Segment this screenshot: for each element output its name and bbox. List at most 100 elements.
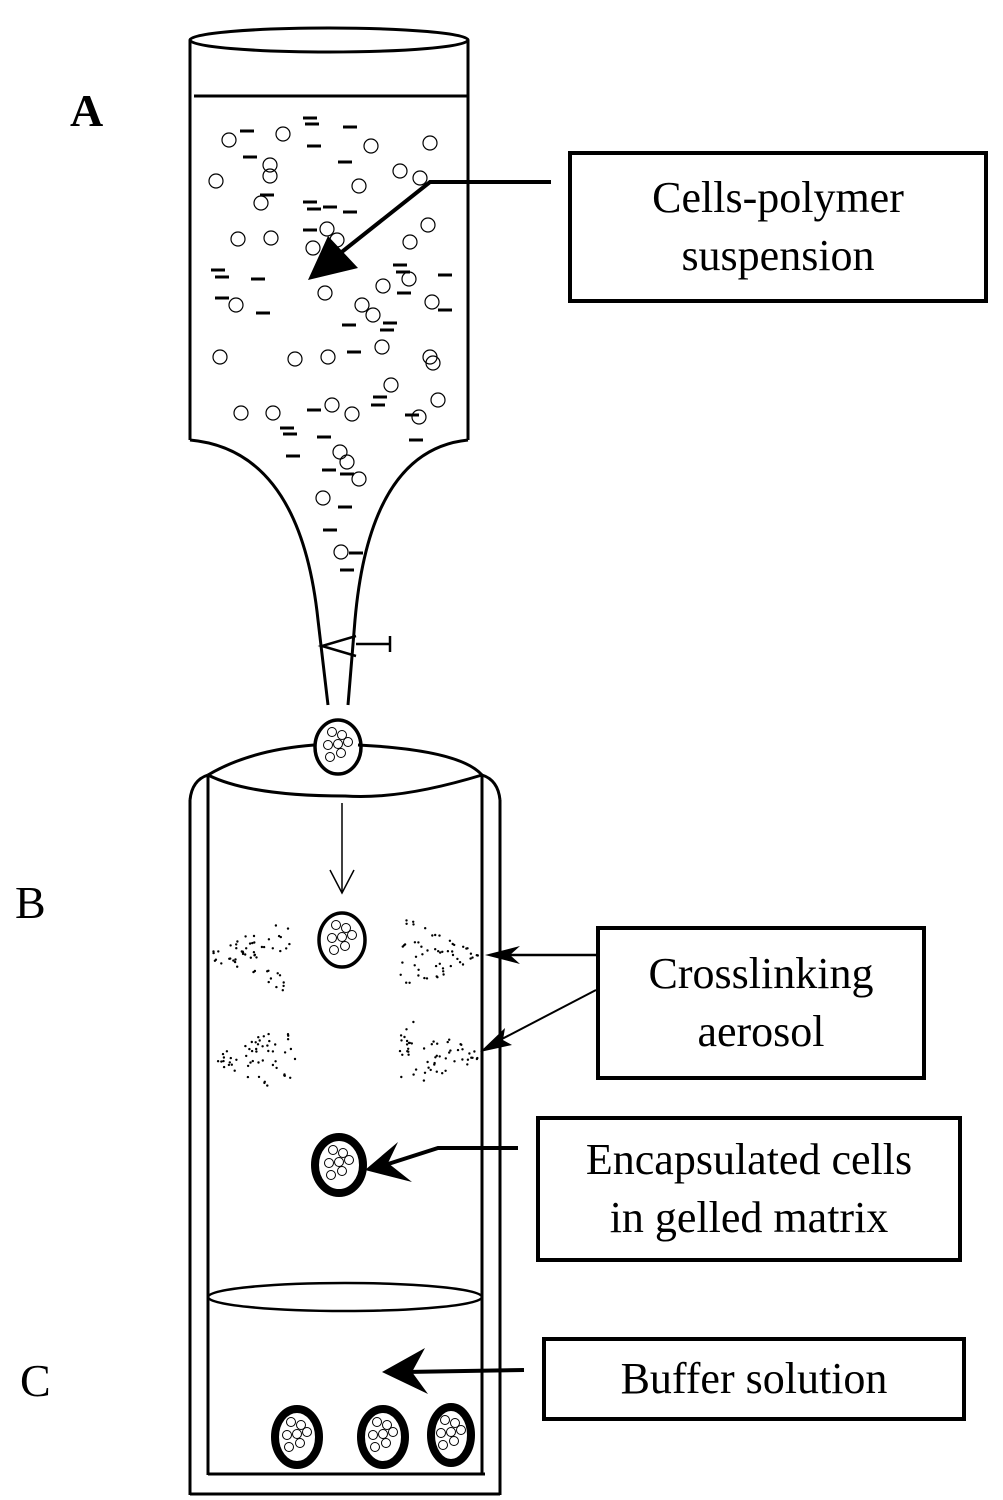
aerosol-droplet [461, 1058, 464, 1061]
cell-icon [340, 941, 350, 951]
aerosol-droplet [438, 962, 441, 965]
aerosol-droplet [267, 980, 270, 984]
aerosol-droplet [248, 942, 252, 945]
aerosol-droplet [271, 1063, 275, 1067]
cell-icon [284, 1442, 294, 1452]
aerosol-droplet [412, 1020, 415, 1024]
cell-icon [337, 730, 347, 740]
aerosol-droplet [266, 1044, 269, 1047]
aerosol-droplet [256, 1043, 260, 1046]
aerosol-droplet [417, 974, 420, 977]
aerosol-droplet [257, 1075, 261, 1079]
aerosol-droplet [217, 950, 220, 953]
aerosol-droplet [241, 952, 245, 956]
cell-icon [411, 409, 427, 425]
aerosol-droplet [283, 1073, 286, 1076]
cell-icon [263, 230, 279, 246]
droplet-forming [313, 718, 363, 776]
aerosol-droplet [434, 1056, 437, 1059]
aerosol-droplet [405, 922, 408, 925]
aerosol-droplet [422, 1047, 426, 1050]
cell-icon [326, 1170, 336, 1180]
aerosol-droplet [286, 1033, 290, 1036]
aerosol-droplet [262, 1035, 265, 1038]
aerosol-droplet [282, 981, 285, 984]
aerosol-droplet [258, 1039, 261, 1042]
aerosol-droplet [441, 950, 444, 953]
cell-icon [253, 195, 269, 211]
aerosol-droplet [432, 1040, 435, 1043]
aerosol-droplet [438, 1055, 441, 1058]
aerosol-droplet [399, 1034, 403, 1037]
callout-line: Encapsulated cells [585, 1135, 913, 1184]
aerosol-droplet [253, 941, 256, 944]
aerosol-droplet [446, 950, 450, 953]
aerosol-droplet [267, 1032, 270, 1036]
aerosol-droplet [245, 1054, 248, 1058]
cell-icon [336, 748, 346, 758]
aerosol-droplet [427, 1066, 430, 1069]
cell-icon [282, 1430, 292, 1440]
bead-outline [271, 1405, 323, 1469]
aerosol-droplet [451, 950, 454, 953]
cell-icon [337, 1166, 347, 1176]
aerosol-droplet [420, 945, 423, 948]
aerosol-droplet [251, 1059, 254, 1063]
callout-encapsulated-cells: Encapsulated cells in gelled matrix [536, 1116, 962, 1262]
aerosol-droplet [448, 1038, 451, 1041]
aerosol-droplet [257, 1036, 260, 1039]
aerosol-droplet [449, 1049, 452, 1052]
cell-icon [337, 932, 347, 942]
aerosol-droplet [426, 949, 429, 952]
aerosol-droplet [246, 1075, 250, 1079]
aerosol-droplet [235, 943, 238, 946]
aerosol-droplet [436, 1042, 439, 1045]
cell-icon [292, 1429, 302, 1439]
cell-icon [344, 406, 360, 422]
aerosol-droplet [274, 924, 278, 927]
crosslinking-column [188, 743, 502, 1496]
cell-icon [320, 349, 336, 365]
aerosol-droplet [399, 973, 402, 976]
callout-crosslinking-aerosol: Crosslinking aerosol [596, 926, 926, 1080]
cell-icon [450, 1418, 460, 1428]
column-outer-left-lip [188, 773, 209, 801]
aerosol-droplet [456, 957, 459, 961]
aerosol-droplet [246, 1064, 250, 1068]
cell-icon [333, 544, 349, 560]
aerosol-droplet [401, 1053, 404, 1057]
aerosol-droplet [461, 963, 465, 966]
aerosol-droplet [267, 938, 271, 941]
aerosol-arrow-lower [480, 989, 597, 1052]
cell-icon [381, 1438, 391, 1448]
callout-line: suspension [681, 231, 875, 280]
aerosol-droplet [271, 947, 274, 950]
aerosol-droplet [456, 1048, 460, 1052]
cell-icon [424, 294, 440, 310]
suspension-arrow [308, 180, 551, 280]
aerosol-droplet [279, 949, 282, 953]
section-label-c: C [20, 1355, 51, 1406]
aerosol-droplet [406, 1050, 409, 1053]
aerosol-droplet [476, 1056, 479, 1060]
aerosol-droplet [468, 1052, 471, 1055]
aerosol-clouds [212, 919, 479, 1087]
aerosol-droplet [222, 1065, 226, 1069]
aerosol-droplet [236, 940, 239, 943]
aerosol-droplet [278, 974, 282, 977]
cell-icon [392, 163, 408, 179]
aerosol-droplet [435, 1070, 438, 1073]
aerosol-droplet [438, 934, 441, 937]
cell-icon [315, 490, 331, 506]
aerosol-droplet [407, 1041, 411, 1045]
aerosol-droplet [282, 984, 285, 988]
callout-cells-polymer-suspension: Cells-polymer suspension [568, 151, 988, 303]
callout-line: in gelled matrix [609, 1193, 889, 1242]
aerosol-droplet [281, 989, 284, 992]
cell-icon [388, 1427, 398, 1437]
aerosol-droplet [401, 961, 404, 964]
aerosol-droplet [214, 958, 218, 961]
cell-icon [351, 178, 367, 194]
cell-icon [319, 221, 335, 237]
cell-icon [262, 168, 278, 184]
